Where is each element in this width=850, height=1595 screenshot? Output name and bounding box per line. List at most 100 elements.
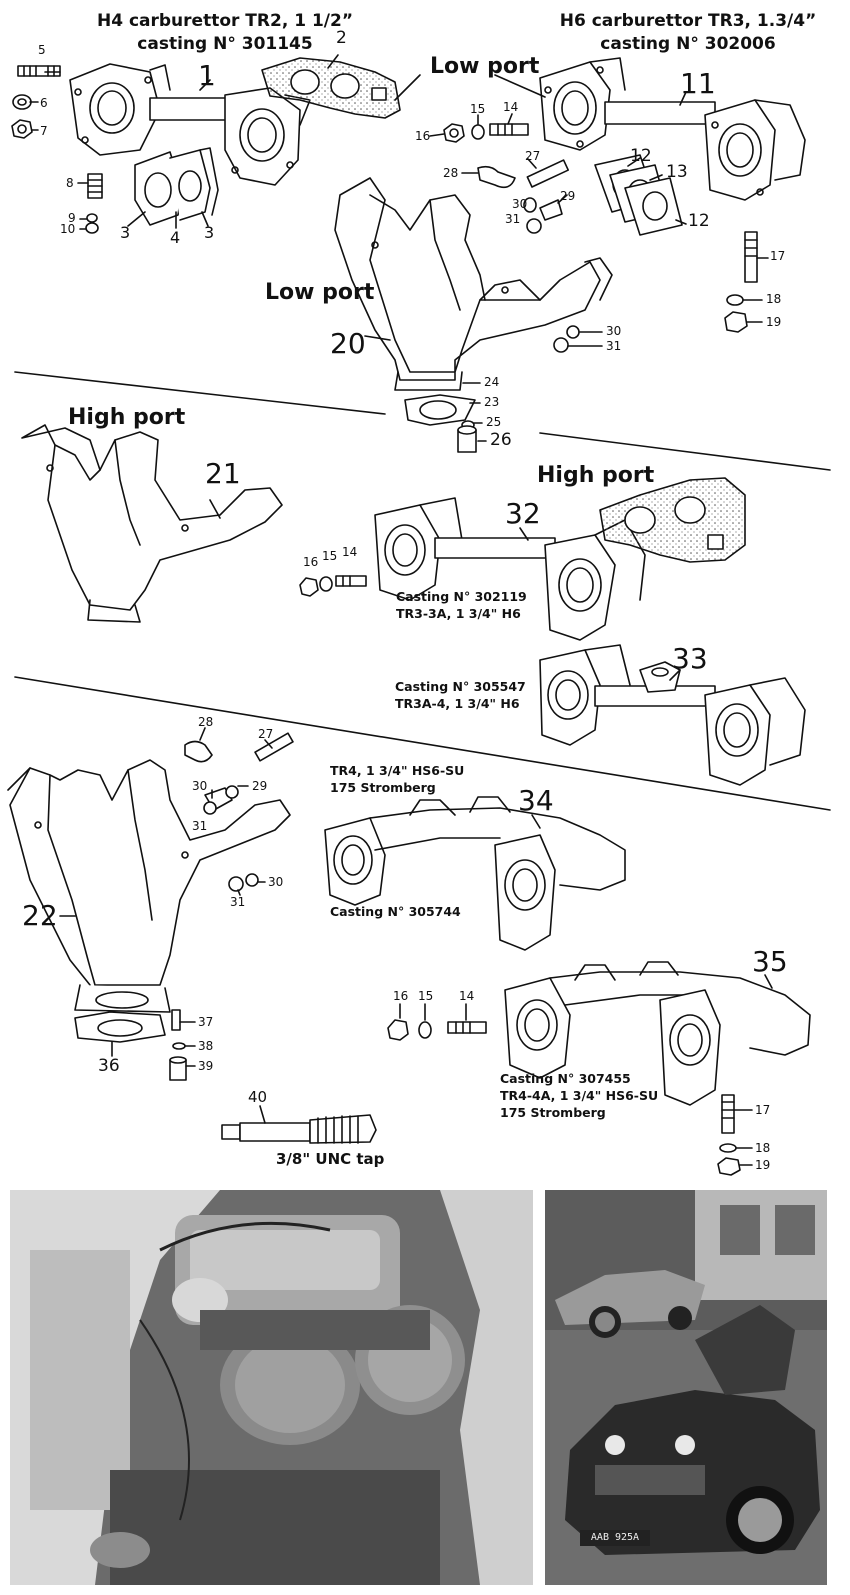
- callout-31a: 31: [505, 212, 521, 226]
- low-port-label-top: Low port: [430, 54, 540, 79]
- header-h6: H6 carburettor TR3, 1.3/4” casting N° 30…: [558, 10, 818, 56]
- callout-8: 8: [66, 176, 74, 190]
- callout-30b: 30: [606, 324, 622, 338]
- callout-30c: 30: [192, 779, 208, 793]
- callout-10: 10: [60, 222, 76, 236]
- callout-7: 7: [40, 124, 48, 138]
- callout-38: 38: [198, 1039, 214, 1053]
- header-h4: H4 carburettor TR2, 1 1/2” casting N° 30…: [95, 10, 355, 56]
- callout-16a: 16: [415, 129, 431, 143]
- washer-9: [86, 213, 98, 223]
- callout-40: 40: [248, 1088, 268, 1106]
- divider-line-1: [14, 371, 386, 415]
- header-h6-line2: casting N° 302006: [600, 34, 776, 54]
- tap-40: [221, 1114, 377, 1144]
- heat-shield-32: [599, 477, 746, 563]
- callout-30a: 30: [512, 197, 528, 211]
- callout-13: 13: [666, 162, 688, 182]
- callout-24: 24: [484, 375, 500, 389]
- header-h4-line1: H4 carburettor TR2, 1 1/2”: [96, 11, 353, 31]
- caption-305547-line2: TR3A-4, 1 3/4" H6: [395, 696, 520, 711]
- callout-17a: 17: [770, 249, 786, 263]
- callout-37: 37: [198, 1015, 214, 1029]
- fasteners-17-19-lower: [717, 1094, 741, 1176]
- manifold-32: [374, 497, 646, 641]
- callout-2: 2: [336, 28, 347, 48]
- license-plate: AAB 925A: [590, 1532, 640, 1543]
- tr3-cars-photo-art: [545, 1190, 827, 1585]
- exhaust-manifold-22: [7, 759, 291, 1013]
- exhaust-manifold-21: [21, 424, 283, 623]
- manifold-1: [69, 63, 311, 186]
- callout-12b: 12: [688, 211, 710, 231]
- callout-19b: 19: [755, 1158, 771, 1172]
- callout-14a: 14: [503, 100, 519, 114]
- caption-307455-line3: 175 Stromberg: [500, 1105, 606, 1120]
- caption-tr4: TR4, 1 3/4" HS6-SU 175 Stromberg: [330, 762, 464, 796]
- nut-7: [11, 119, 33, 139]
- callout-6: 6: [40, 96, 48, 110]
- callout-29a: 29: [560, 189, 576, 203]
- callout-14b: 14: [342, 545, 358, 559]
- callout-5: 5: [38, 43, 46, 57]
- callout-11: 11: [680, 67, 716, 100]
- divider-line-3: [14, 676, 831, 811]
- caption-307455-line2: TR4-4A, 1 3/4" HS6-SU: [500, 1088, 659, 1103]
- callout-39: 39: [198, 1059, 214, 1073]
- callout-30d: 30: [268, 875, 284, 889]
- callout-16b: 16: [303, 555, 319, 569]
- callout-18b: 18: [755, 1141, 771, 1155]
- low-port-label-mid: Low port: [265, 280, 375, 305]
- tr3-cars-photo: AAB 925A: [545, 1190, 827, 1585]
- callout-9: 9: [68, 211, 76, 225]
- nut-25-26: [457, 420, 477, 453]
- callout-31c: 31: [192, 819, 208, 833]
- caption-tr4-line1: TR4, 1 3/4" HS6-SU: [330, 763, 465, 778]
- callout-25: 25: [486, 415, 502, 429]
- callout-32: 32: [505, 497, 541, 530]
- callout-31b: 31: [606, 339, 622, 353]
- callout-29b: 29: [252, 779, 268, 793]
- callout-19a: 19: [766, 315, 782, 329]
- manifold-11: [539, 57, 806, 201]
- fasteners-27-31-top: [477, 159, 570, 234]
- stud-8: [87, 173, 103, 199]
- gaskets-12-13: [594, 154, 683, 236]
- fasteners-14-16-mid: [299, 575, 367, 597]
- heat-shield-2: [261, 57, 401, 119]
- callout-36: 36: [98, 1056, 120, 1076]
- fasteners-17-19-top: [724, 231, 758, 333]
- callout-15b: 15: [322, 549, 338, 563]
- fasteners-37-39: [169, 1009, 187, 1081]
- callout-1: 1: [198, 59, 216, 92]
- callout-33: 33: [672, 642, 708, 675]
- stud-5: [17, 65, 61, 77]
- callout-14c: 14: [459, 989, 475, 1003]
- caption-302119-line2: TR3-3A, 1 3/4" H6: [396, 606, 521, 621]
- callout-27a: 27: [525, 149, 541, 163]
- callout-28a: 28: [443, 166, 459, 180]
- callout-15a: 15: [470, 102, 486, 116]
- caption-305547-line1: Casting N° 305547: [395, 679, 526, 694]
- divider-line-2: [539, 432, 831, 471]
- caption-302119-line1: Casting N° 302119: [396, 589, 527, 604]
- caption-305547: Casting N° 305547 TR3A-4, 1 3/4" H6: [395, 678, 526, 712]
- callout-3b: 3: [204, 223, 215, 242]
- header-h4-line2: casting N° 301145: [137, 34, 313, 54]
- engine-bay-photo-art: [10, 1190, 533, 1585]
- callout-16c: 16: [393, 989, 409, 1003]
- fasteners-14-16-lower: [387, 1019, 487, 1041]
- nut-10: [85, 222, 99, 234]
- callout-15c: 15: [418, 989, 434, 1003]
- manifold-35: [504, 961, 811, 1106]
- callout-18a: 18: [766, 292, 782, 306]
- callout-4: 4: [170, 228, 181, 247]
- callout-23: 23: [484, 395, 500, 409]
- caption-305744: Casting N° 305744: [330, 903, 461, 920]
- callout-17b: 17: [755, 1103, 771, 1117]
- header-h6-line1: H6 carburettor TR3, 1.3/4”: [559, 11, 817, 31]
- callout-12a: 12: [630, 146, 652, 166]
- callout-3a: 3: [120, 223, 131, 242]
- manifold-34: [324, 796, 626, 951]
